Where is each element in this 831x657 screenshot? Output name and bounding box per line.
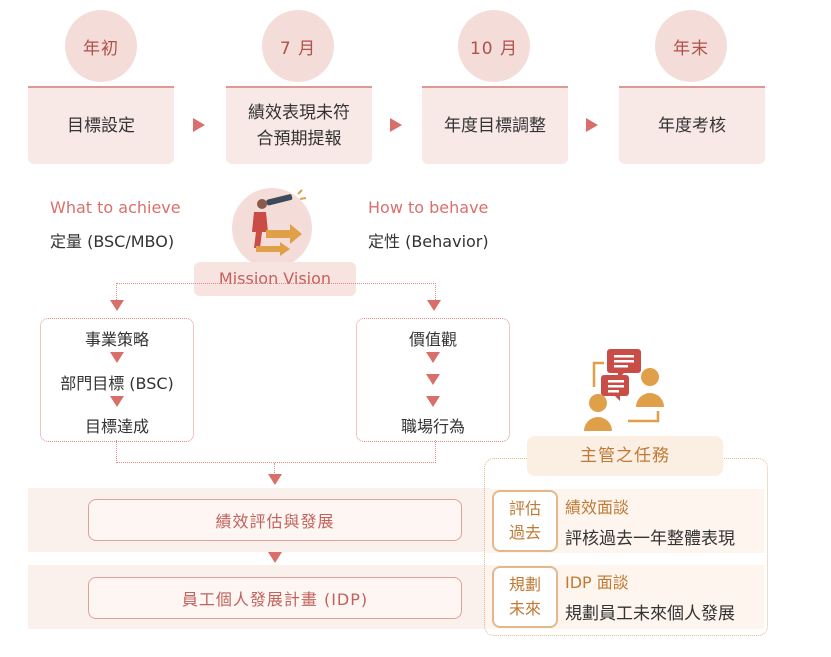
timeline-arrow-1 — [193, 118, 205, 132]
tag-line: 評估 — [508, 499, 541, 518]
stage-label-line: 合預期提報 — [256, 129, 342, 149]
tag-plan-future: 規劃未來 — [492, 566, 558, 628]
stage-label: 年度考核 — [658, 116, 726, 136]
right-caption-zh: 定性 (Behavior) — [368, 232, 489, 251]
stage-goal-setting: 目標設定 — [28, 86, 174, 164]
stage-underperformance-report: 績效表現未符合預期提報 — [226, 86, 372, 164]
period-circle-start: 年初 — [65, 10, 137, 82]
tag-line: 規劃 — [508, 575, 541, 594]
period-circle-july: 7 月 — [262, 10, 334, 82]
tag-evaluate-past: 評估過去 — [492, 490, 558, 552]
mission-vision-label: Mission Vision — [194, 262, 356, 296]
right-arrow-2 — [426, 374, 440, 385]
connector-bottom-dotted — [116, 440, 436, 463]
left-item-strategy: 事業策略 — [84, 330, 149, 349]
idp-pill: 員工個人發展計畫 (IDP) — [88, 577, 462, 619]
quantitative-box — [40, 318, 194, 442]
right-arrow-3 — [426, 396, 440, 407]
stage-label: 目標設定 — [67, 116, 135, 136]
left-arrow-2 — [110, 396, 124, 407]
telescope-person-arrow-icon — [222, 186, 322, 268]
timeline-arrow-2 — [390, 118, 402, 132]
connector-top-dotted — [116, 283, 436, 302]
timeline-arrow-3 — [586, 118, 598, 132]
band-arrow — [268, 552, 282, 563]
stage-label: 年度目標調整 — [444, 116, 546, 136]
tag-line: 未來 — [508, 599, 541, 618]
performance-interview-desc: 評核過去一年整體表現 — [565, 529, 735, 549]
period-circle-october: 10 月 — [458, 10, 530, 82]
left-arrow-1 — [110, 352, 124, 363]
right-item-workplace-behavior: 職場行為 — [400, 417, 465, 436]
stage-annual-review: 年度考核 — [619, 86, 765, 164]
period-circle-end: 年末 — [655, 10, 727, 82]
tag-line: 過去 — [508, 523, 541, 542]
performance-evaluation-pill: 績效評估與發展 — [88, 499, 462, 541]
idp-interview-heading: IDP 面談 — [565, 573, 629, 592]
left-caption-en: What to achieve — [50, 198, 181, 217]
idp-interview-desc: 規劃員工未來個人發展 — [565, 604, 735, 624]
stage-goal-adjustment: 年度目標調整 — [422, 86, 568, 164]
left-item-goal-achieved: 目標達成 — [84, 417, 149, 436]
right-arrow-1 — [426, 352, 440, 363]
connector-bottom-stem — [274, 463, 275, 473]
left-caption-zh: 定量 (BSC/MBO) — [50, 232, 175, 251]
right-item-values: 價值觀 — [408, 330, 457, 349]
connector-arrow-center — [268, 474, 282, 485]
stage-label-line: 績效表現未符 — [248, 103, 350, 123]
left-item-department-goal: 部門目標 (BSC) — [60, 374, 174, 393]
connector-arrow-right — [427, 300, 441, 311]
right-caption-en: How to behave — [368, 198, 489, 217]
qualitative-box — [356, 318, 510, 442]
meeting-chat-icon — [580, 345, 672, 433]
performance-interview-heading: 績效面談 — [565, 498, 630, 517]
manager-title: 主管之任務 — [527, 436, 723, 476]
connector-arrow-left — [110, 300, 124, 311]
